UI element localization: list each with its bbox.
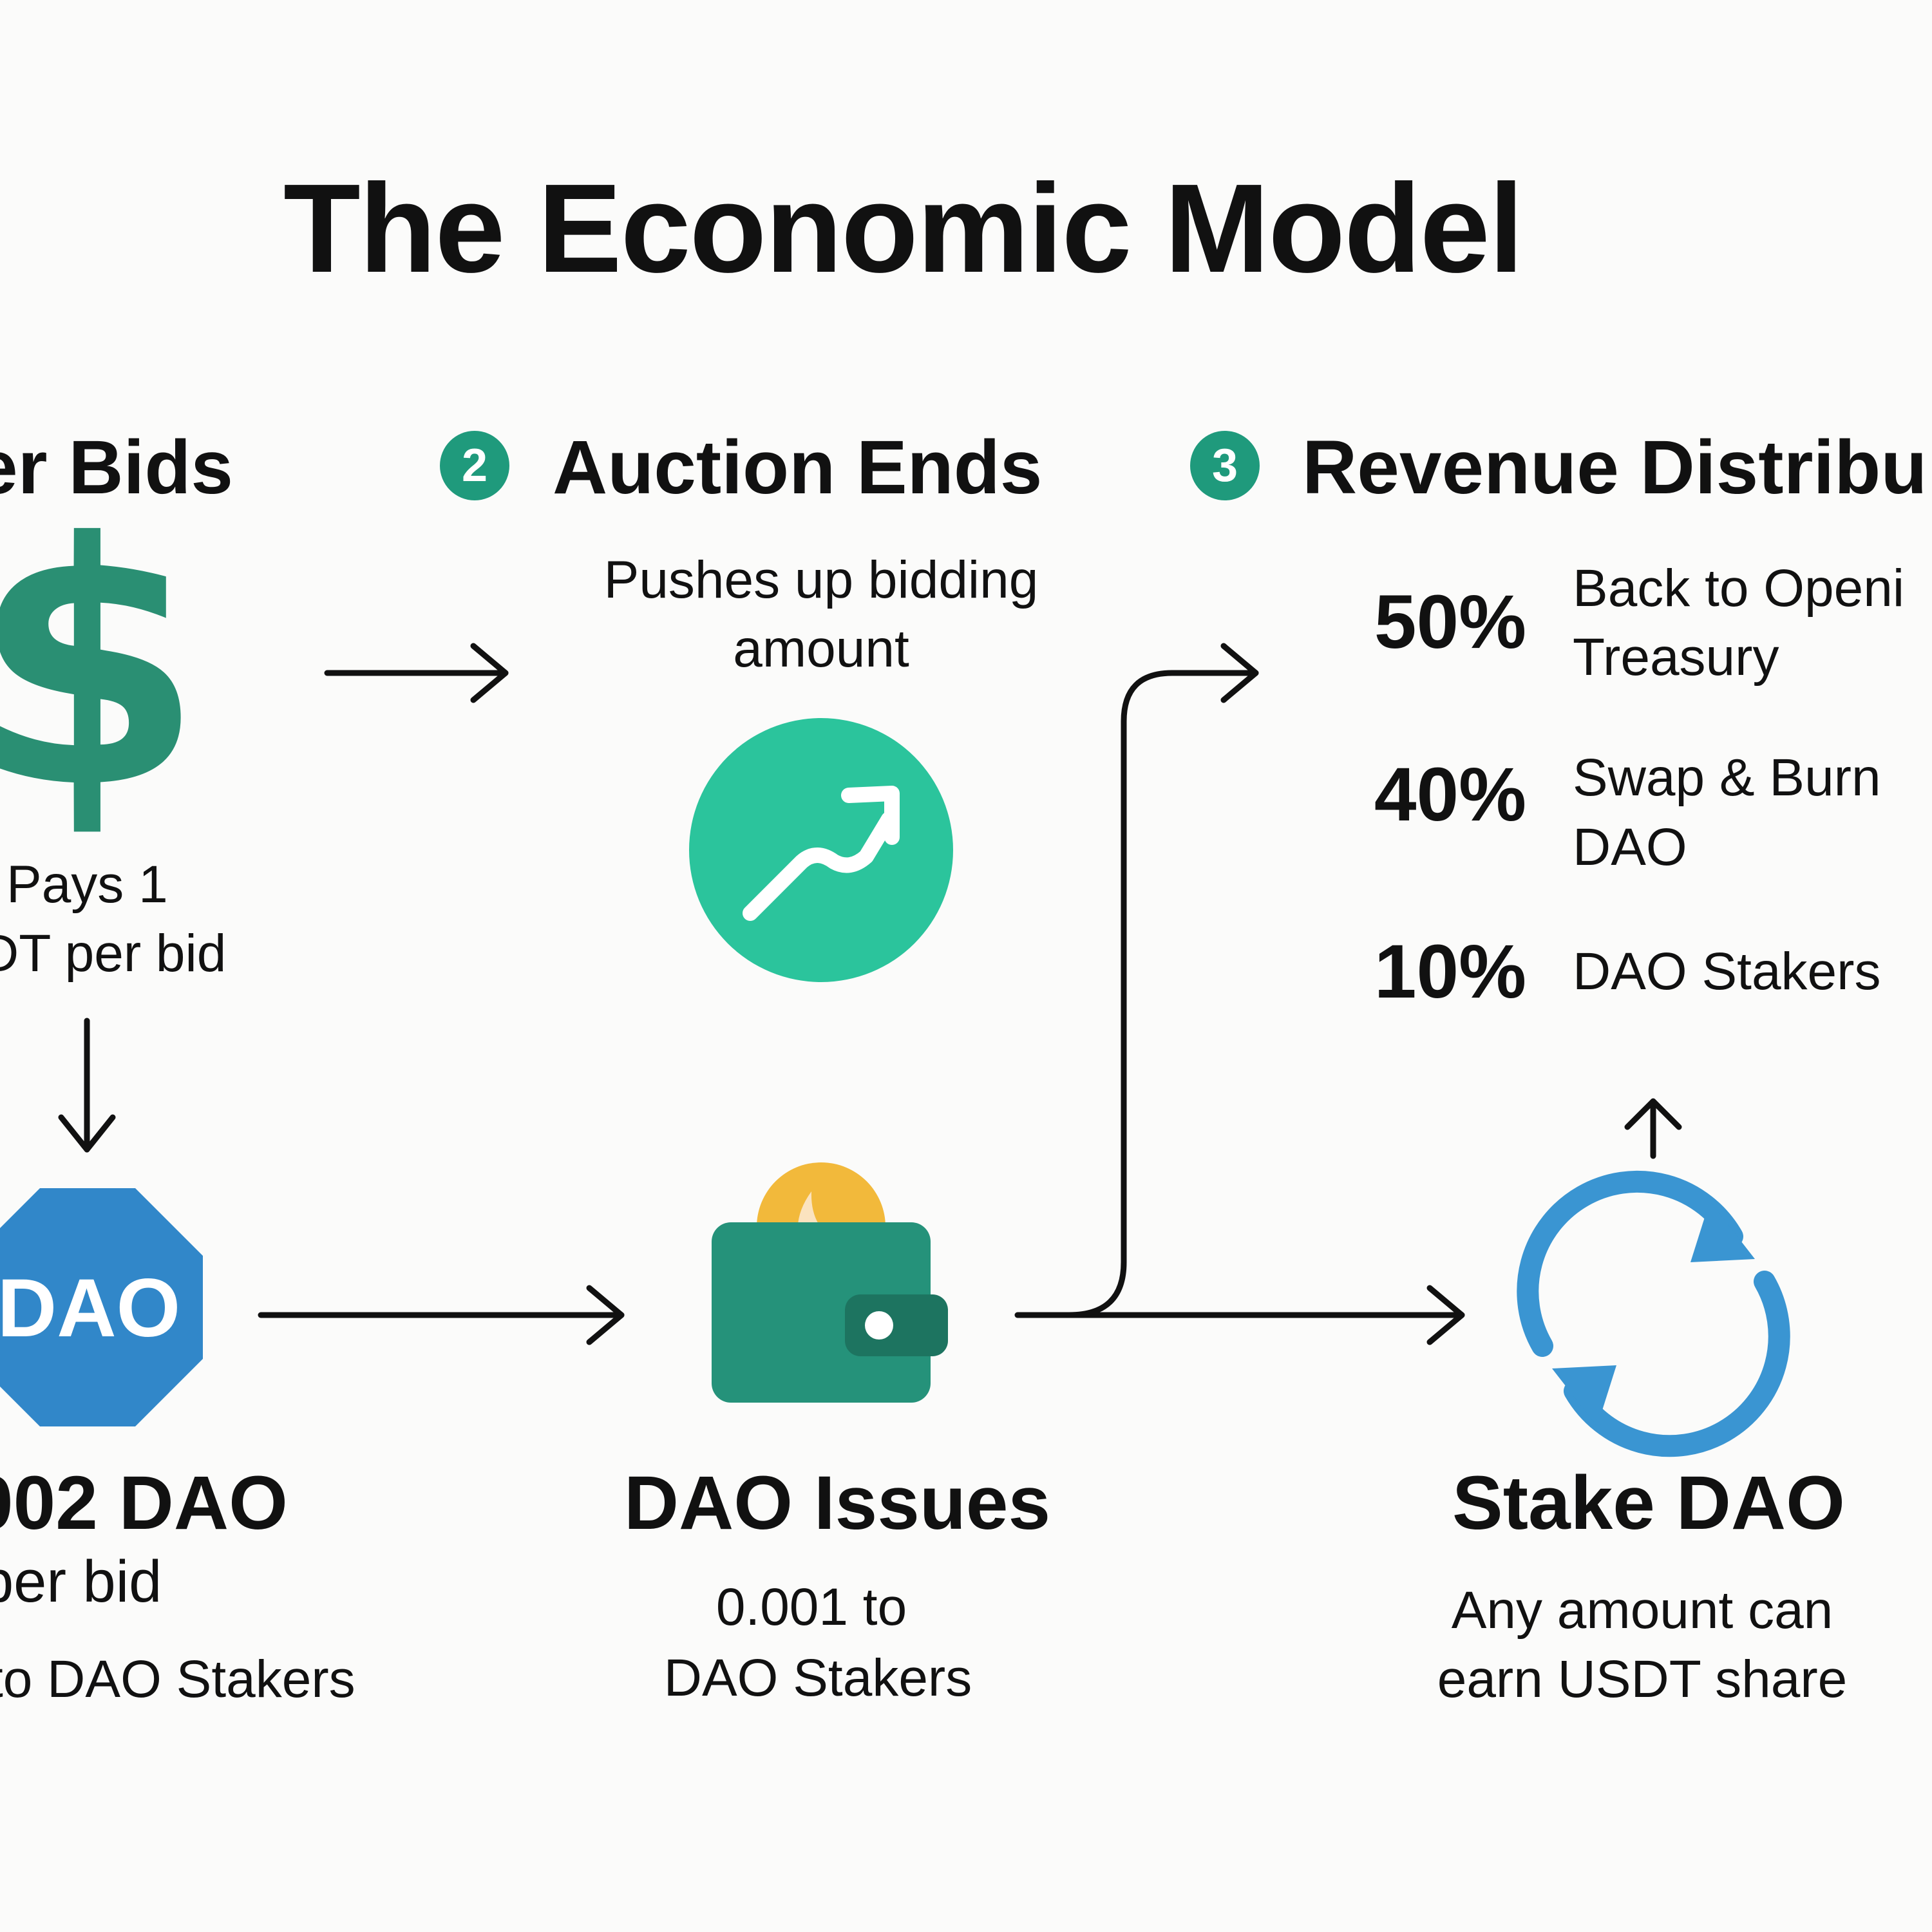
stake-line2: earn USDT share	[1437, 1650, 1848, 1709]
arrow-pays-to-dao	[58, 1018, 116, 1153]
distribution-40-line1: Swap & Burn	[1573, 748, 1881, 807]
stake-title: Stake DAO	[1452, 1461, 1845, 1546]
step-2-badge: 2	[440, 431, 509, 500]
dao-amount-line1: 002 DAO	[0, 1461, 288, 1546]
arrow-wallet-to-revenue	[1066, 643, 1259, 1318]
dollar-icon: $	[0, 471, 204, 862]
step-3-badge: 3	[1190, 431, 1260, 500]
arrow-bids-to-auction	[324, 643, 509, 703]
dao-octagon-icon: DAO	[0, 1188, 203, 1426]
step-3-label: Revenue Distribu	[1302, 425, 1927, 510]
auction-desc-line2: amount	[733, 620, 909, 678]
dao-issues-line1: 0.001 to	[715, 1578, 907, 1636]
refresh-icon	[1517, 1170, 1790, 1457]
svg-text:$: $	[0, 471, 204, 862]
arrow-stake-to-revenue	[1624, 1098, 1682, 1159]
wallet-icon	[712, 1162, 948, 1403]
auction-desc-line1: Pushes up bidding	[603, 551, 1039, 609]
dao-amount-line3: to DAO Stakers	[0, 1650, 355, 1709]
distribution-40-line2: DAO	[1573, 818, 1687, 876]
bids-pays-line1: Pays 1	[6, 855, 168, 914]
svg-text:DAO: DAO	[0, 1262, 180, 1354]
dao-issues-title: DAO Issues	[623, 1461, 1051, 1546]
dao-amount-line2: per bid	[0, 1549, 162, 1615]
distribution-10-percent: 10%	[1374, 929, 1526, 1014]
distribution-50-percent: 50%	[1374, 580, 1526, 665]
step-2-label: Auction Ends	[553, 425, 1043, 510]
arrow-dao-to-wallet	[258, 1285, 625, 1345]
distribution-40-percent: 40%	[1374, 752, 1526, 837]
step-1-label: er Bids	[0, 425, 234, 510]
distribution-50-line1: Back to Openi	[1573, 559, 1905, 618]
page-title: The Economic Model	[283, 158, 1524, 299]
trend-up-icon	[689, 718, 953, 982]
distribution-10-line1: DAO Stakers	[1573, 942, 1881, 1001]
bids-pays-line2: DT per bid	[0, 924, 227, 983]
distribution-50-line2: Treasury	[1573, 628, 1779, 687]
dao-issues-line2: DAO Stakers	[663, 1649, 972, 1707]
stake-line1: Any amount can	[1451, 1581, 1833, 1640]
